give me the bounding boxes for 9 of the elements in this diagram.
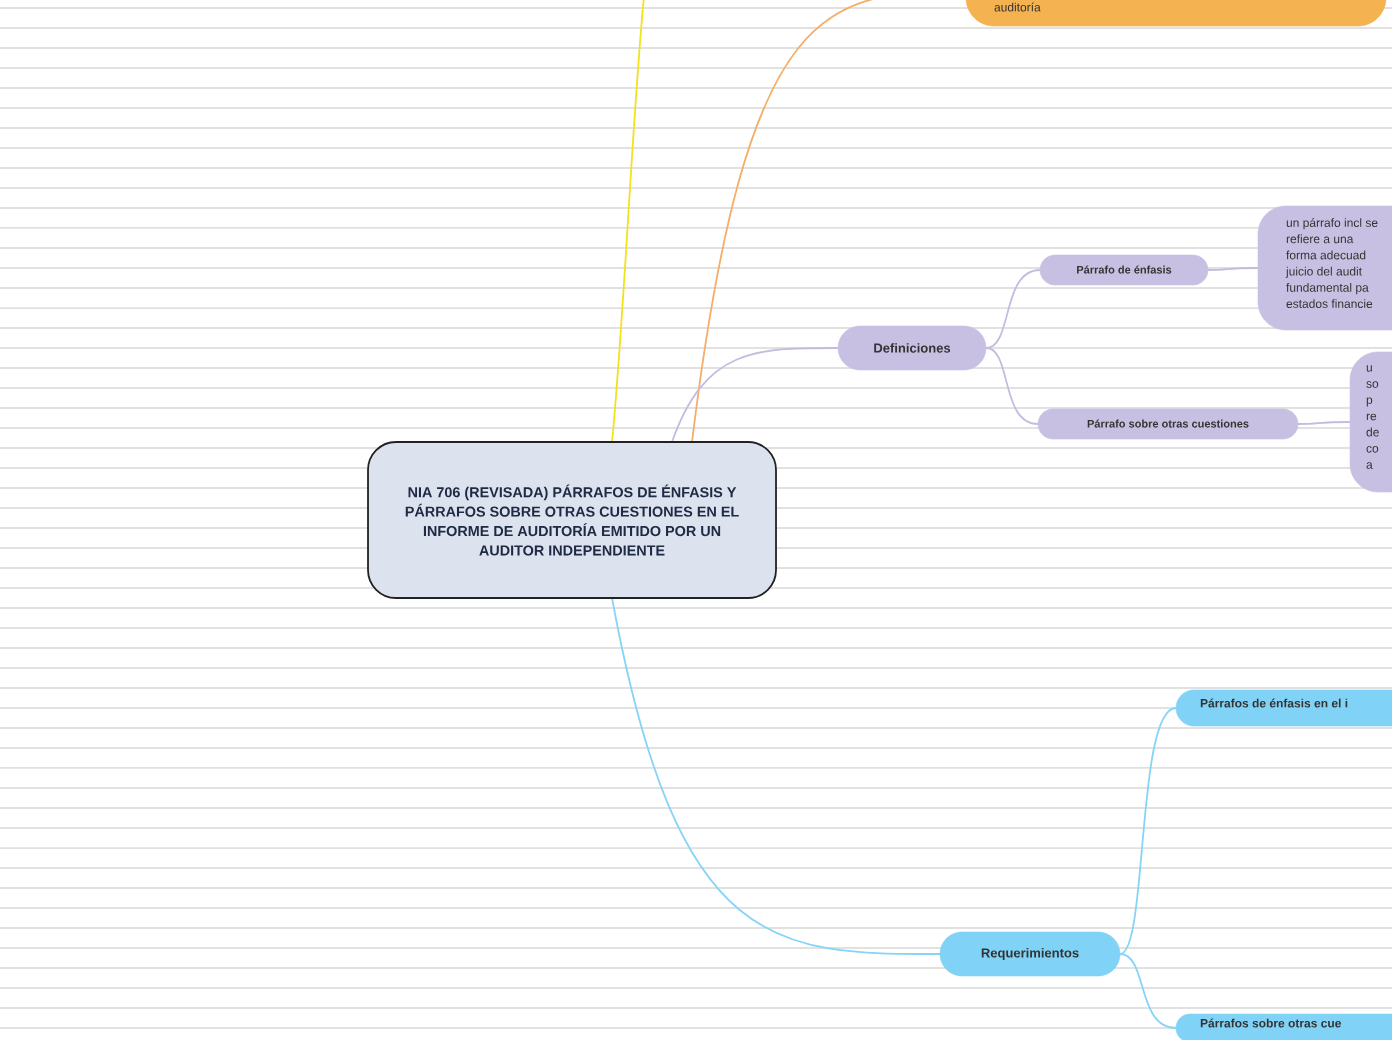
connector-line	[985, 269, 1041, 349]
connector-line	[1119, 953, 1177, 1029]
connector-line	[1297, 421, 1351, 425]
connector-line	[611, 597, 941, 955]
connector-line	[985, 347, 1039, 425]
connector-line	[611, 0, 645, 443]
connector-line	[1207, 267, 1259, 271]
connector-line	[671, 347, 839, 443]
connector-line	[1119, 707, 1177, 955]
